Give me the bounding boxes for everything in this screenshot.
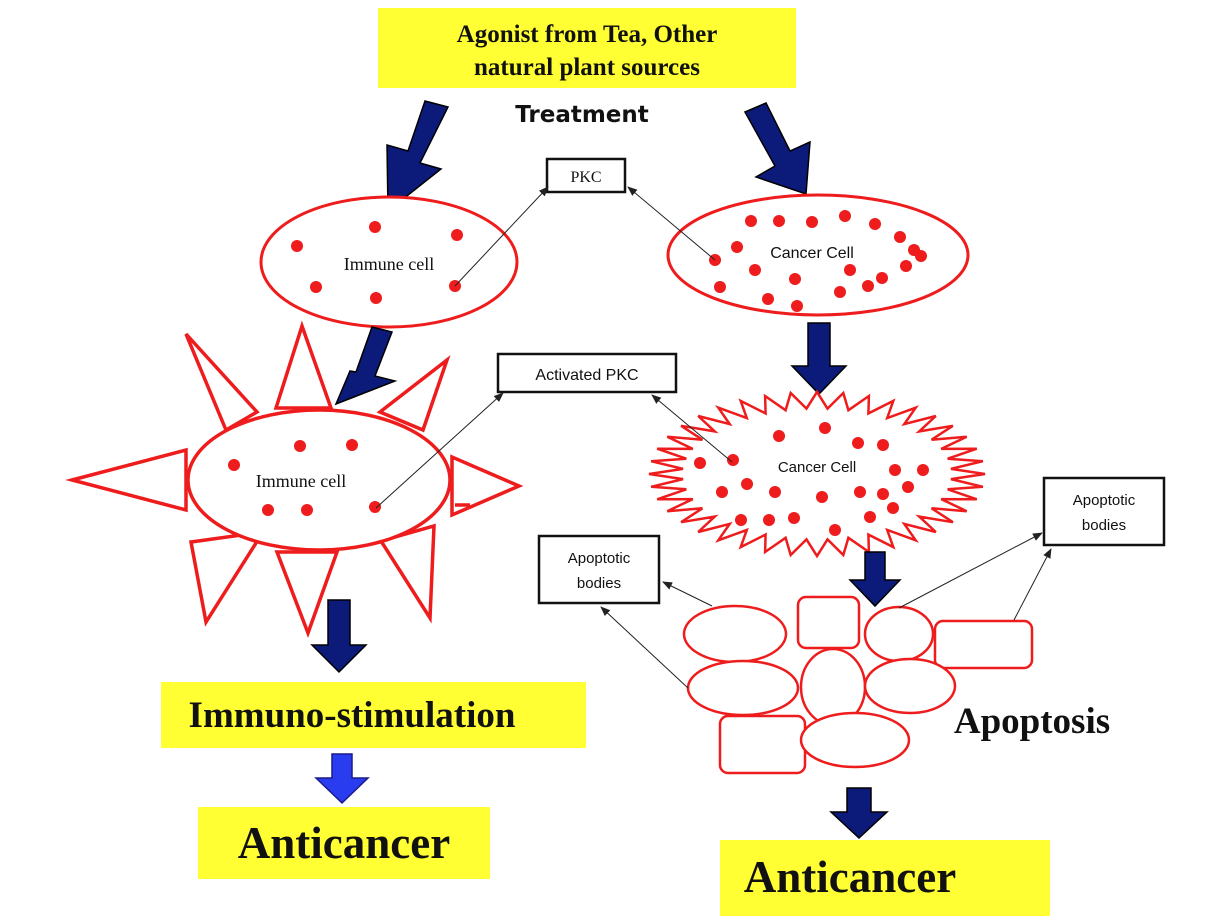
immune-cell <box>259 195 519 329</box>
apoptosis-label: Apoptosis <box>954 701 1110 742</box>
cancer-cell-label: Cancer Cell <box>770 245 854 262</box>
cancer-cell <box>666 193 970 317</box>
apoptotic-bodies-left-line2: bodies <box>577 575 621 592</box>
immuno-stimulation-box <box>161 682 586 748</box>
apoptotic-bodies-right-line2: bodies <box>1082 517 1126 534</box>
pkc-label: PKC <box>570 169 601 186</box>
pointer-cancer-to-pkc <box>627 186 716 261</box>
spiky-cancer-cell <box>648 389 986 559</box>
anticancer-left-box <box>198 807 490 879</box>
apoptotic-bodies-left-box <box>537 534 661 605</box>
arrow-to-spiky-cancer-cell <box>790 322 848 396</box>
pointer-cluster-to-left-bodies-1 <box>662 581 713 607</box>
arrow-to-anticancer-right <box>829 787 889 840</box>
source-box-line1: Agonist from Tea, Other <box>457 21 718 48</box>
spiky-cancer-cell-label: Cancer Cell <box>778 459 856 476</box>
source-box-line2: natural plant sources <box>474 54 700 81</box>
arrow-to-anticancer-left <box>314 753 370 805</box>
activated-pkc-label: Activated PKC <box>535 367 638 384</box>
pointer-cluster-to-left-bodies-2 <box>600 606 689 689</box>
pointer-immune-to-activated-pkc <box>375 392 504 509</box>
arrow-to-immuno-stimulation <box>310 599 368 674</box>
apoptotic-bodies-right-box <box>1042 476 1166 547</box>
cancer-cell-dots <box>709 210 927 312</box>
source-box <box>378 8 796 88</box>
pointer-cluster-to-right-bodies-1 <box>898 532 1043 609</box>
spiky-cancer-cell-dots <box>694 422 929 536</box>
pointer-cluster-to-right-bodies-2 <box>1013 548 1052 621</box>
pkc-box <box>545 157 627 194</box>
arrow-to-apoptotic-cluster <box>848 551 902 608</box>
arrow-to-immune-cell <box>386 100 450 213</box>
activated-pkc-box <box>496 352 678 394</box>
apoptotic-cluster <box>682 595 1034 775</box>
immune-cell-label: Immune cell <box>344 254 434 274</box>
anticancer-right-box <box>720 840 1050 916</box>
arrow-to-activated-immune-cell <box>334 326 398 406</box>
apoptotic-bodies-left-line1: Apoptotic <box>568 550 631 567</box>
anticancer-left-label: Anticancer <box>238 818 450 868</box>
immuno-stimulation-label: Immuno-stimulation <box>189 695 516 736</box>
anticancer-right-label: Anticancer <box>744 852 956 902</box>
activated-immune-cell-dots <box>228 439 381 516</box>
pointer-cancer-to-activated-pkc <box>651 394 733 463</box>
immune-cell-dots <box>291 221 463 304</box>
arrow-to-cancer-cell <box>743 102 811 196</box>
activated-immune-cell-label: Immune cell <box>256 471 346 491</box>
treatment-label: Treatment <box>515 102 649 128</box>
pointer-immune-to-pkc <box>454 186 549 287</box>
apoptotic-bodies-right-line1: Apoptotic <box>1073 492 1136 509</box>
activated-immune-cell <box>186 408 452 552</box>
